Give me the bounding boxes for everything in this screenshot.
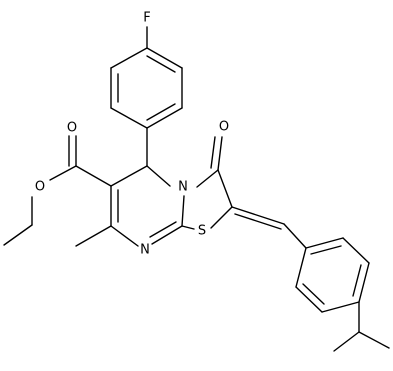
bond (295, 247, 307, 288)
bond (321, 301, 360, 313)
imine-nitrogen-label: N (140, 243, 150, 258)
bond (305, 237, 344, 249)
bond (333, 331, 360, 352)
ester-ether-oxygen-label: O (35, 180, 45, 195)
bond (181, 225, 195, 230)
bond (146, 55, 176, 73)
bond (352, 264, 362, 297)
bond (196, 169, 219, 188)
bond (75, 225, 112, 247)
bond (342, 237, 370, 264)
bond (110, 107, 148, 129)
bond (210, 206, 233, 229)
bond (358, 331, 390, 349)
bond (302, 283, 325, 305)
bond (49, 165, 77, 181)
bond (217, 136, 223, 171)
bond (110, 165, 148, 187)
ring-nitrogen-label: N (178, 180, 188, 195)
bond (3, 224, 33, 246)
keto-oxygen-label: O (219, 120, 229, 135)
atom-labels: F N N S O O O (35, 11, 229, 258)
bond (151, 225, 183, 245)
bonds (3, 26, 390, 352)
fluorine-atom-label: F (143, 11, 150, 26)
bond (283, 223, 307, 249)
bond (146, 47, 183, 69)
bond (234, 213, 282, 230)
bond (149, 221, 177, 238)
bond (210, 136, 216, 169)
ester-carbonyl-oxygen-label: O (67, 121, 77, 136)
bond (75, 165, 112, 187)
bond (358, 262, 370, 303)
bond (110, 225, 139, 247)
bond (146, 165, 171, 187)
bond (181, 195, 185, 227)
bond (295, 286, 323, 313)
sulfur-atom-label: S (198, 224, 206, 239)
bond (310, 245, 342, 255)
bond (110, 47, 148, 69)
bond (217, 169, 233, 208)
bond (146, 103, 176, 121)
bond (146, 107, 183, 129)
bond (231, 206, 285, 225)
